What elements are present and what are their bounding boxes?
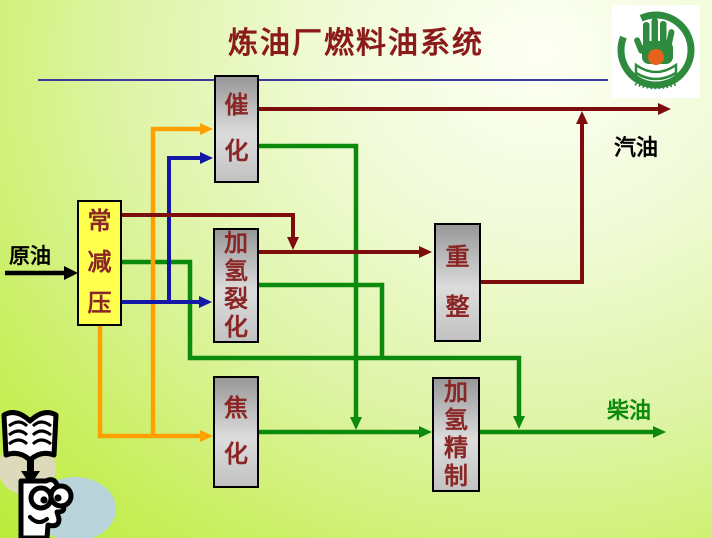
node-label-coking: 焦化	[224, 396, 248, 468]
reading-person-clipart	[0, 410, 116, 538]
node-reforming: 重整	[434, 223, 481, 342]
reader-face-icon	[18, 477, 74, 538]
edge-cdu-to-reforming	[122, 213, 299, 250]
node-hydrocracking: 加氢裂化	[213, 228, 259, 343]
slide-title: 炼油厂燃料油系统	[228, 27, 484, 60]
edge-cdu-to-fcc-orange	[150, 123, 213, 436]
edge-fcc-to-gasoline	[259, 103, 671, 115]
node-hydrotreating: 加氢精制	[432, 377, 480, 492]
node-coking: 焦化	[213, 376, 259, 488]
edge-fcc-to-diesel	[259, 143, 362, 430]
node-label-hydrotreating: 加氢精制	[444, 380, 468, 490]
node-label-cdu: 常减压	[87, 209, 112, 317]
node-atmospheric-vacuum-distillation: 常减压	[77, 200, 122, 326]
node-label-reforming: 重整	[445, 244, 470, 321]
edge-coking-to-hydrotreating	[259, 426, 432, 438]
edge-cdu-to-coking	[97, 326, 213, 442]
logo-motto-text	[634, 82, 678, 90]
edge-hydrotreating-to-diesel	[480, 426, 666, 438]
logo-ring	[617, 11, 695, 89]
node-catalytic-cracking: 催化	[214, 75, 259, 183]
edge-cdu-to-fcc-blue	[167, 152, 213, 302]
label-diesel: 柴油	[607, 398, 652, 423]
label-gasoline: 汽油	[614, 135, 659, 160]
logo-book-icon	[634, 62, 678, 81]
edge-crude-to-cdu	[5, 266, 78, 280]
edge-hydrocracking-to-diesel	[259, 282, 385, 358]
edge-hydrocracking-to-reforming	[259, 246, 432, 258]
edge-reforming-to-gasoline	[481, 111, 588, 284]
open-book-icon	[1, 410, 59, 463]
node-label-hydrocracking: 加氢裂化	[224, 231, 248, 341]
title-divider-line	[38, 79, 608, 81]
label-crude-oil: 原油	[9, 244, 51, 268]
node-label-fcc: 催化	[224, 93, 249, 165]
logo-sun-icon	[648, 49, 664, 65]
down-arrow-icon	[21, 460, 40, 485]
school-logo	[612, 5, 700, 98]
edge-cdu-to-hydrocracking	[122, 296, 212, 308]
